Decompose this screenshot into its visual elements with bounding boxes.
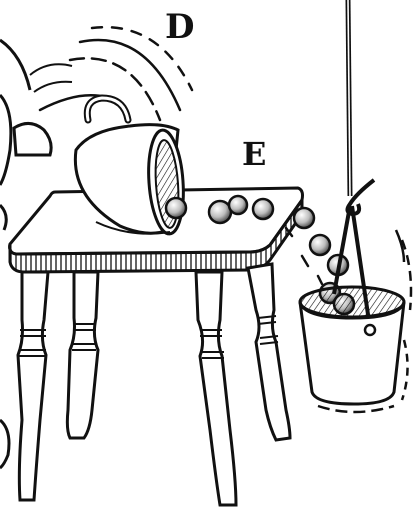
stool: [10, 188, 303, 505]
hanging-bucket: [300, 0, 411, 412]
ball-4: [253, 199, 273, 219]
stage-label-d: D: [165, 10, 194, 44]
ball-1: [166, 198, 186, 218]
stage-label-e: E: [242, 138, 266, 170]
ball-6: [310, 235, 330, 255]
ball-3: [229, 196, 247, 214]
ball-2: [209, 201, 231, 223]
ball-5: [294, 208, 314, 228]
